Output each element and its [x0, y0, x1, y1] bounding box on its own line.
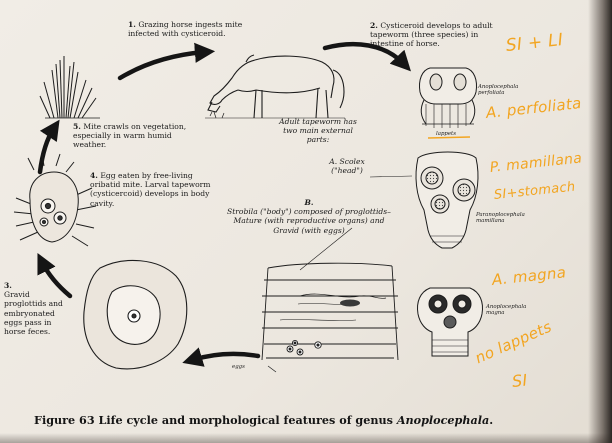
- label-magna: Anoplocephala magna: [486, 304, 546, 316]
- adult-tapeworm-intro: Adult tapeworm has two main external par…: [279, 117, 357, 145]
- cycle-arrows: [37, 41, 411, 367]
- grass-illustration: [39, 56, 100, 119]
- arrow-strobila-to-feces: [182, 347, 261, 367]
- arrow-mite-to-grass: [37, 119, 60, 175]
- step-4-description: Egg eaten by free-living oribatid mite. …: [90, 171, 211, 208]
- step-5-text: 5. Mite crawls on vegetation, especially…: [73, 122, 203, 150]
- oribatid-mite-illustration: [13, 153, 97, 247]
- figure-caption: Figure 63 Life cycle and morphological f…: [34, 413, 594, 427]
- label-perfoliata-genus: Anoplocephala: [478, 84, 519, 90]
- arrow-horse-to-tapeworm: [322, 41, 411, 72]
- strobila-illustration: [261, 262, 399, 373]
- label-mamillana-genus: Paranoplocephala: [476, 212, 525, 218]
- step-4-number: 4.: [90, 171, 98, 180]
- arrow-grass-to-horse: [117, 42, 216, 81]
- label-lappets: lappets: [436, 131, 456, 137]
- scolex-magna: [417, 287, 483, 357]
- label-pointers: [299, 175, 413, 271]
- horse-illustration: [205, 54, 345, 119]
- step-3-number: 3.: [4, 281, 12, 290]
- figure-caption-text: Figure 63 Life cycle and morphological f…: [34, 413, 397, 427]
- step-3-description: Gravid proglottids and embryonated eggs …: [4, 290, 63, 337]
- step-2-description: Cysticeroid develops to adult tapeworm (…: [370, 21, 493, 49]
- arrow-feces-to-mite: [37, 252, 73, 299]
- figure-caption-genus: Anoplocephala: [396, 413, 490, 427]
- strobila-label-block: B. Strobila ("body") composed of proglot…: [224, 198, 394, 235]
- step-2-number: 2.: [370, 21, 378, 30]
- scolex-mamillana: [415, 151, 479, 249]
- annotation-si: SI: [511, 370, 529, 391]
- page-shadow-bottom: [0, 433, 612, 443]
- label-mamillana: Paranoplocephala mamillana: [476, 212, 542, 224]
- scolex-perfoliata: [419, 67, 477, 128]
- strobila-description: Strobila ("body") composed of proglottid…: [227, 207, 391, 235]
- step-5-number: 5.: [73, 122, 81, 131]
- label-magna-species: magna: [486, 310, 505, 317]
- step-1-number: 1.: [128, 20, 136, 29]
- strobila-label-letter: B.: [304, 198, 314, 207]
- scolex-label: A. Scolex: [329, 157, 365, 166]
- step-5-description: Mite crawls on vegetation, especially in…: [73, 122, 187, 150]
- label-perfoliata: Anoplocephala perfoliata: [478, 84, 538, 96]
- label-mamillana-species: mamillana: [476, 218, 505, 225]
- label-eggs: eggs: [232, 364, 245, 370]
- label-magna-genus: Anoplocephala: [486, 304, 527, 310]
- step-1-text: 1. Grazing horse ingests mite infected w…: [128, 20, 268, 38]
- feces-proglottid-illustration: [83, 259, 188, 370]
- step-2-text: 2. Cysticeroid develops to adult tapewor…: [370, 21, 500, 49]
- label-perfoliata-species: perfoliata: [478, 90, 505, 97]
- lappets-highlight-underline: [427, 136, 471, 139]
- scolex-sublabel: ("head"): [331, 166, 363, 176]
- step-3-text: 3. Gravid proglottids and embryonated eg…: [4, 281, 70, 336]
- figure-caption-period: .: [489, 413, 494, 427]
- step-1-description: Grazing horse ingests mite infected with…: [128, 20, 243, 39]
- step-4-text: 4. Egg eaten by free-living oribatid mit…: [90, 171, 212, 208]
- scolex-label-block: A. Scolex ("head"): [318, 157, 376, 175]
